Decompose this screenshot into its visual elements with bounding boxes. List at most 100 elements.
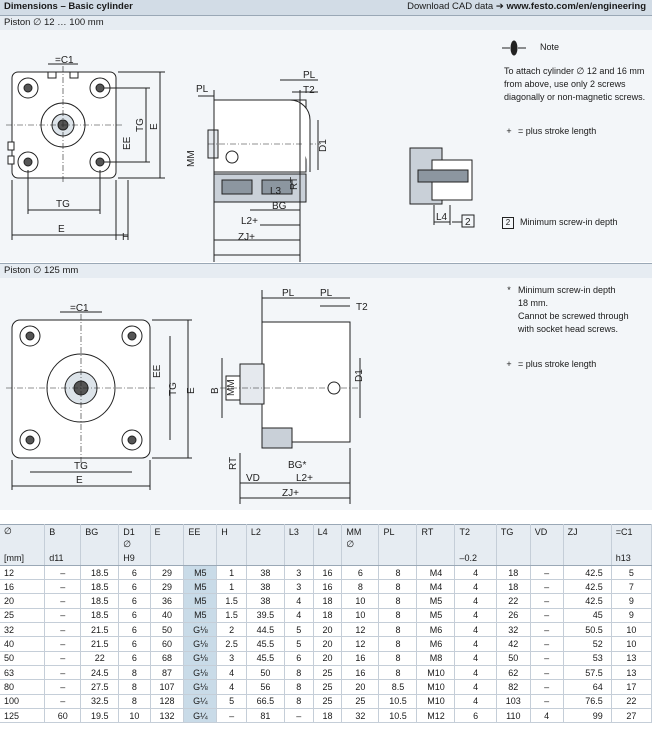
table-cell: G⅛ [183,622,218,638]
table-cell: 8 [118,679,151,695]
table-cell: 66.5 [246,694,285,709]
table-header-cell [80,538,120,552]
table-header-cell: BG [80,524,120,539]
table-cell: 2.5 [216,636,247,652]
table-header-cell [216,551,247,566]
table-cell: 128 [150,694,185,709]
table-cell: 99 [563,708,612,724]
dim-ee: EE [122,136,133,150]
table-cell: 22 [611,694,652,709]
table-cell: 18 [313,608,343,624]
table-cell: 103 [496,694,531,709]
table-cell: – [530,565,564,581]
cad-download-link[interactable]: Download CAD data ➔ www.festo.com/en/eng… [407,1,646,12]
table-cell: 3 [284,565,314,581]
table-cell: 8 [378,608,418,624]
table-cell: 8 [341,579,380,595]
table-cell: M6 [416,636,456,652]
table-cell: 4 [454,593,497,609]
table-cell: 32 [341,708,380,724]
table-cell: 16 [0,579,46,595]
table-cell: 4 [454,565,497,581]
table-header-cell [611,538,652,552]
table-cell: 6 [118,608,151,624]
table-cell: 6 [118,622,151,638]
table-cell: 1.5 [216,608,247,624]
table-cell: 64 [563,679,612,695]
table-header-cell: TG [496,524,531,539]
table-cell: – [530,622,564,638]
table-cell: – [530,665,564,681]
table-cell: – [530,636,564,652]
table-cell: 6 [454,708,497,724]
table-header-cell: H9 [118,551,151,566]
dim-t2-125: T2 [356,302,368,313]
table-cell: 42.5 [563,565,612,581]
table-cell: 81 [246,708,285,724]
page-title: Dimensions – Basic cylinder [4,1,133,12]
dim-e-horizontal: E [58,224,65,235]
dim-pl-125: PL [282,288,295,299]
dim-c1-125: =C1 [70,303,89,314]
table-cell: M10 [416,694,456,709]
section2-panel: =C1 TG E EE TG E [0,278,652,510]
table-header-cell [313,538,343,552]
table-cell: 40 [150,608,185,624]
table-cell: 10 [611,622,652,638]
table-cell: 125 [0,708,46,724]
table-cell: 18 [313,593,343,609]
table-cell: 45 [563,608,612,624]
dim-zj: ZJ+ [238,232,255,243]
plus-note-125: += plus stroke length [506,359,597,369]
table-cell: 13 [611,651,652,666]
section1-drawing: =C1 TG E H EE TG E [6,40,526,262]
table-cell: 32 [496,622,531,638]
table-cell: 29 [150,579,185,595]
table-cell: 42.5 [563,593,612,609]
dim-b-125: B [210,387,221,394]
table-cell: G⅛ [183,651,218,666]
table-cell: 50 [246,665,285,681]
table-cell: 3 [216,651,247,666]
table-cell: 8 [378,651,418,666]
table-cell: 53 [563,651,612,666]
dim-mm: MM [186,150,197,167]
table-cell: – [44,622,82,638]
table-cell: 6 [341,565,380,581]
dim-c1: =C1 [55,55,74,66]
table-cell: 10 [341,593,380,609]
table-cell: 25 [341,694,380,709]
table-cell: 10 [118,708,151,724]
table-header-cell [284,538,314,552]
table-cell: 5 [284,622,314,638]
table-cell: 107 [150,679,185,695]
table-cell: 38 [246,565,285,581]
section1-header: Piston ∅ 12 … 100 mm [0,16,652,30]
table-cell: 4 [284,593,314,609]
table-cell: 100 [0,694,46,709]
table-cell: 4 [454,665,497,681]
table-cell: – [284,708,314,724]
dim-mm-125: MM [226,379,237,396]
table-cell: 42.5 [563,579,612,595]
table-header-cell [313,551,343,566]
table-header-cell: B [44,524,82,539]
table-cell: 18.5 [80,608,120,624]
table-cell: M10 [416,665,456,681]
table-cell: 10 [341,608,380,624]
table-header-cell [530,551,564,566]
table-cell: 57.5 [563,665,612,681]
table-cell: – [44,593,82,609]
table-cell: 82 [496,679,531,695]
table-header-row: ∅∅ [0,538,652,552]
table-cell: – [44,579,82,595]
table-cell: 22 [496,593,531,609]
table-cell: 18.5 [80,579,120,595]
table-cell: 21.5 [80,636,120,652]
table-cell: 4 [454,579,497,595]
